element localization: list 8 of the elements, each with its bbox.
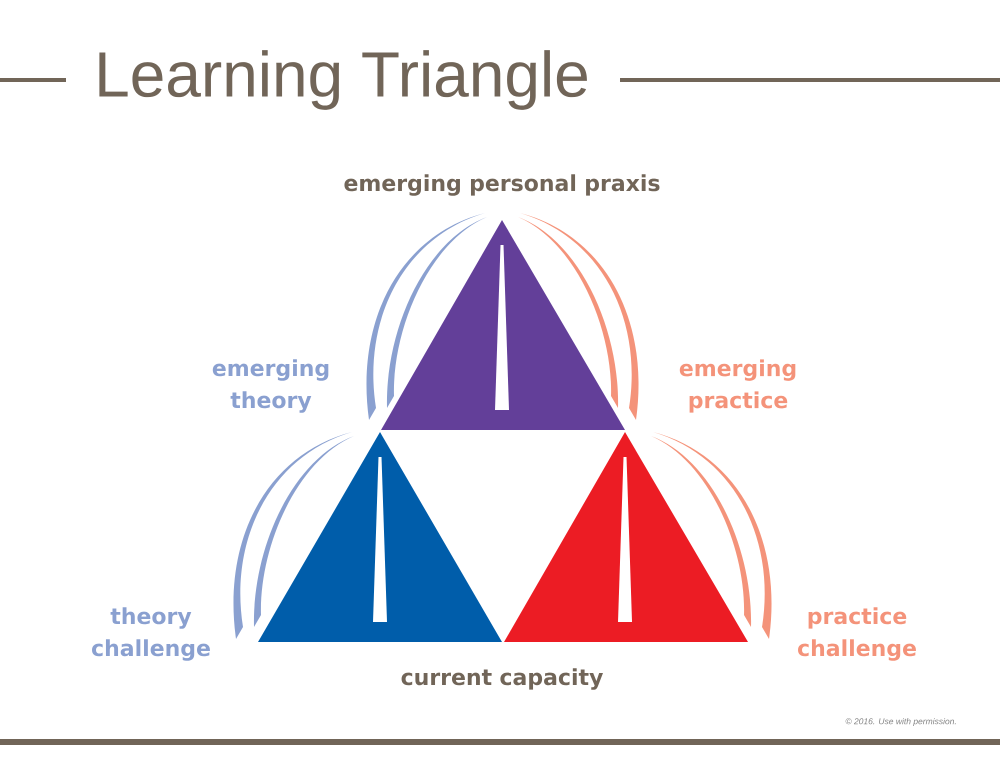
label: practice challenge (798, 607, 916, 661)
title: Learning Triangle (99, 50, 587, 110)
label: theory challenge (92, 607, 210, 661)
label: emerging practice (680, 359, 796, 413)
label: current capacity (402, 668, 603, 690)
label: emerging personal praxis (344, 174, 660, 196)
copyright-note: © 2016. Use with permission. (846, 718, 956, 726)
label: emerging theory (212, 359, 328, 413)
